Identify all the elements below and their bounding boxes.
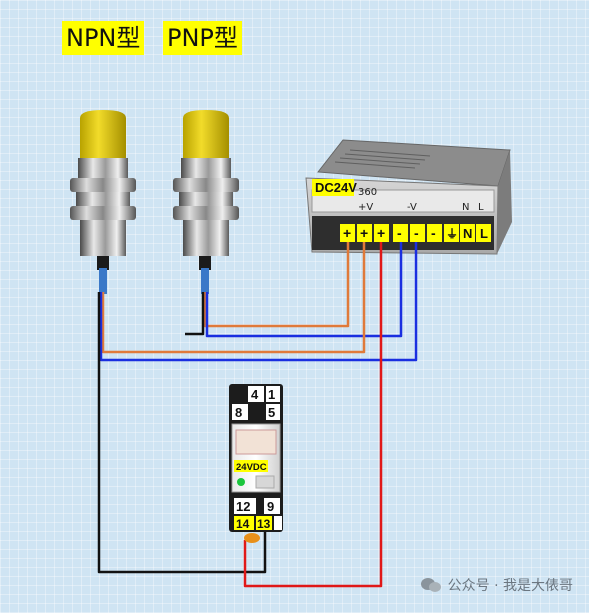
wire-pnp-blue bbox=[205, 242, 403, 338]
relay-pin-14: 14 bbox=[236, 517, 250, 531]
npn-sensor-thread bbox=[76, 192, 130, 208]
relay-led-icon bbox=[237, 478, 245, 486]
pnp-sensor-cable bbox=[201, 268, 209, 294]
pnp-sensor-cap bbox=[183, 110, 229, 160]
relay-pin-4: 4 bbox=[251, 387, 259, 402]
relay-pin-12-box bbox=[234, 498, 256, 514]
relay-voltage-tag: 24VDC bbox=[236, 462, 267, 473]
relay-pin-9-box bbox=[264, 498, 280, 514]
terminal-minus-1-label: - bbox=[397, 225, 402, 241]
psu-terminals: + + + - - - ⏚ N L bbox=[340, 224, 491, 242]
terminal-plus-1 bbox=[340, 224, 355, 242]
relay-connector bbox=[244, 533, 260, 543]
watermark-text: 公众号 · 我是大俵哥 bbox=[447, 578, 573, 594]
pnp-sensor-nut-top bbox=[173, 178, 239, 192]
npn-sensor-nut-bottom bbox=[70, 206, 136, 220]
psu-dc24v-tag: DC24V bbox=[315, 180, 357, 195]
watermark: 公众号 · 我是大俵哥 bbox=[420, 575, 573, 595]
power-supply: 360 +V -V N L DC24V + + + - - - ⏚ N bbox=[305, 139, 512, 255]
relay-pin-5-box bbox=[266, 404, 280, 420]
psu-label-n: N bbox=[462, 202, 469, 213]
relay-pin-12: 12 bbox=[236, 499, 250, 514]
relay-pin-14-box bbox=[234, 516, 254, 530]
pnp-sensor-nut-bottom bbox=[173, 206, 239, 220]
wechat-icon bbox=[420, 576, 442, 594]
relay: 4 1 8 5 24VDC 12 9 14 13 bbox=[229, 384, 283, 543]
terminal-minus-2 bbox=[410, 224, 425, 242]
terminal-n bbox=[460, 224, 475, 242]
terminal-plus-3-label: + bbox=[377, 225, 385, 241]
pnp-sensor-body-lower bbox=[183, 220, 229, 256]
pnp-sensor-body-upper bbox=[181, 158, 231, 180]
relay-pin-13-box bbox=[256, 516, 272, 530]
terminal-n-label: N bbox=[463, 226, 472, 241]
terminal-plus-2-label: + bbox=[360, 225, 368, 241]
terminal-minus-1 bbox=[393, 224, 408, 242]
psu-label-l: L bbox=[478, 202, 484, 213]
psu-label-strip bbox=[311, 189, 495, 213]
psu-model: 360 bbox=[358, 187, 377, 198]
relay-pin-13: 13 bbox=[257, 517, 271, 531]
npn-sensor-body-upper bbox=[78, 158, 128, 180]
terminal-minus-3 bbox=[427, 224, 442, 242]
wire-pnp-brown bbox=[203, 242, 350, 328]
wire-red bbox=[243, 242, 383, 588]
relay-pin-4-box bbox=[248, 386, 264, 402]
terminal-l bbox=[476, 224, 491, 242]
npn-sensor-cable bbox=[99, 268, 107, 294]
terminal-minus-3-label: - bbox=[431, 225, 436, 241]
ground-icon: ⏚ bbox=[446, 227, 458, 241]
npn-sensor-cable-gland bbox=[97, 256, 109, 270]
pnp-sensor bbox=[173, 110, 239, 294]
npn-sensor-cap bbox=[80, 110, 126, 160]
terminal-plus-3 bbox=[374, 224, 389, 242]
relay-pin-1: 1 bbox=[268, 387, 275, 402]
terminal-plus-2 bbox=[357, 224, 372, 242]
relay-contacts bbox=[235, 429, 277, 455]
relay-pin-5: 5 bbox=[268, 405, 275, 420]
npn-sensor bbox=[70, 110, 136, 294]
npn-sensor-nut-top bbox=[70, 178, 136, 192]
relay-pin-8-box bbox=[232, 404, 248, 420]
wire-npn-black bbox=[97, 292, 267, 574]
pnp-sensor-thread bbox=[179, 192, 233, 208]
terminal-plus-1-label: + bbox=[343, 225, 351, 241]
psu-vent bbox=[334, 149, 431, 169]
npn-label: NPN型 bbox=[62, 21, 145, 55]
psu-side bbox=[497, 150, 512, 254]
terminal-ground bbox=[444, 224, 459, 242]
relay-clip bbox=[274, 516, 282, 530]
psu-dc24v-tag-bg bbox=[312, 179, 354, 196]
wire-pnp-black bbox=[185, 292, 205, 336]
psu-label-plus-v: +V bbox=[358, 202, 373, 213]
pnp-label: PNP型 bbox=[163, 21, 242, 55]
relay-test-button bbox=[255, 475, 275, 489]
terminal-l-label: L bbox=[480, 226, 488, 241]
wire-npn-brown bbox=[101, 242, 366, 354]
psu-label-minus-v: -V bbox=[407, 202, 417, 213]
relay-pin-8: 8 bbox=[235, 405, 242, 420]
relay-pin-9: 9 bbox=[267, 499, 274, 514]
pnp-sensor-cable-gland bbox=[199, 256, 211, 270]
relay-voltage-tag-bg bbox=[234, 460, 268, 472]
wires bbox=[97, 242, 418, 588]
terminal-minus-2-label: - bbox=[414, 225, 419, 241]
relay-pin-1-box bbox=[266, 386, 280, 402]
npn-sensor-body-lower bbox=[80, 220, 126, 256]
wire-npn-blue bbox=[99, 242, 418, 362]
